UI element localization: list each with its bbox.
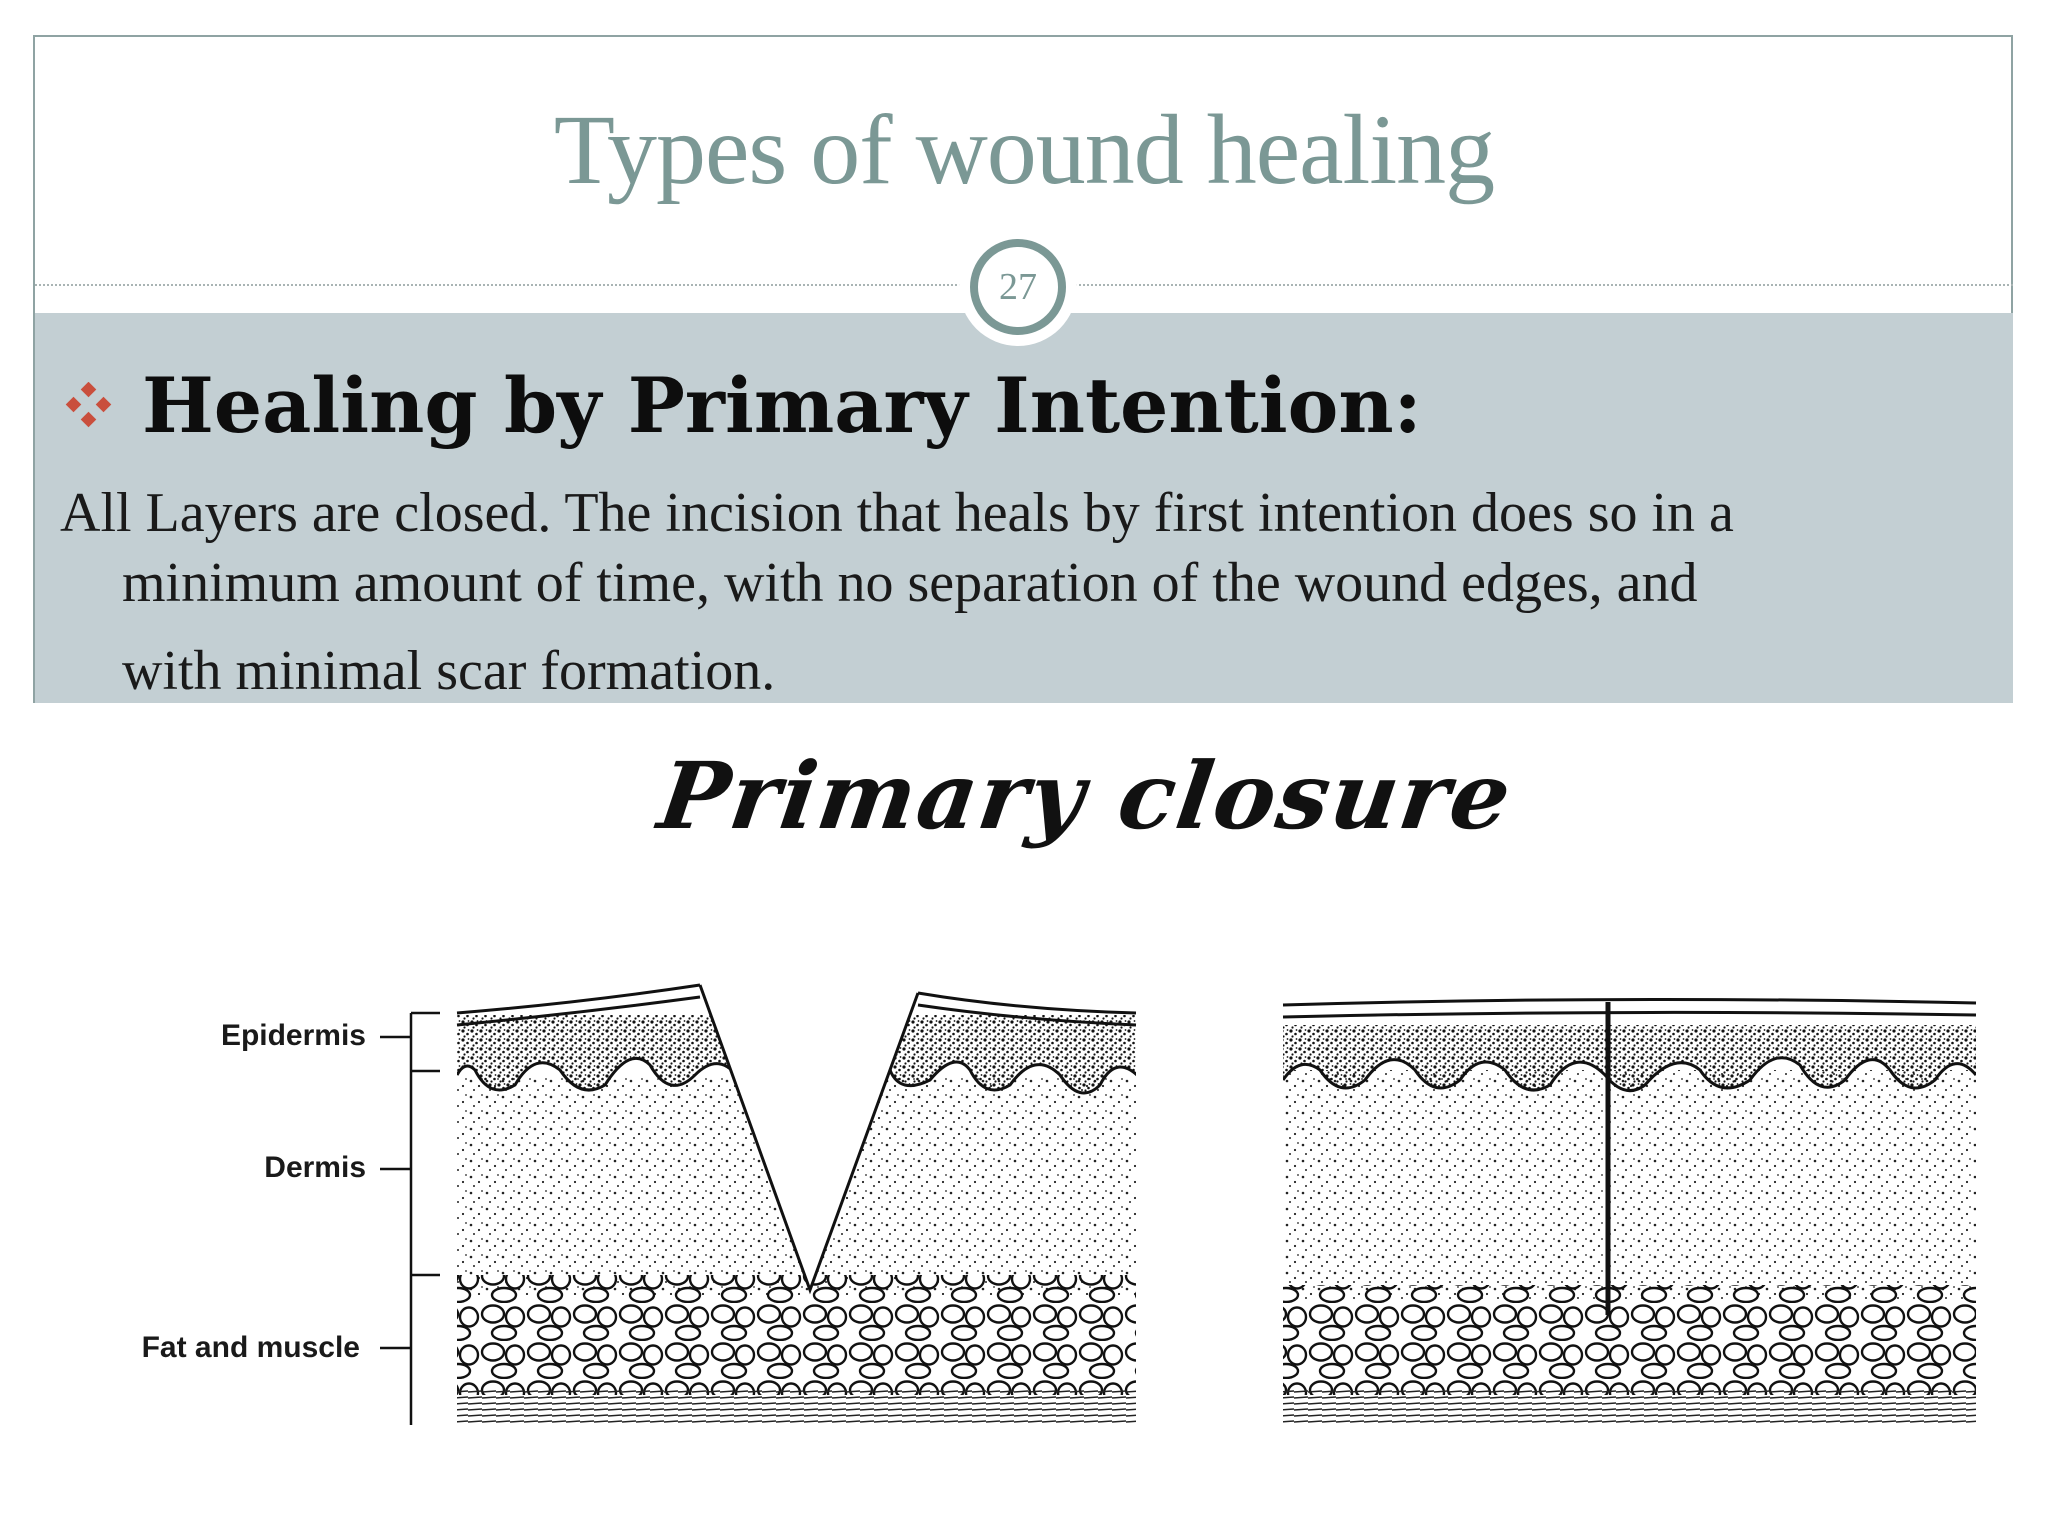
skin-layers-diagram: Epidermis Dermis Fat and muscle xyxy=(20,885,2030,1525)
slide-title: Types of wound healing xyxy=(0,100,2048,200)
paragraph-line-3: with minimal scar formation. xyxy=(60,636,2000,706)
slide-number: 27 xyxy=(970,239,1066,335)
dermis-label: Dermis xyxy=(264,1151,366,1184)
layer-labels: Epidermis Dermis Fat and muscle xyxy=(142,1013,440,1425)
figure-caption: Primary closure xyxy=(654,750,1518,842)
diamond-cluster-icon xyxy=(64,382,112,430)
open-wound-diagram xyxy=(457,985,1137,1425)
body-paragraph: All Layers are closed. The incision that… xyxy=(60,478,2000,706)
section-heading: Healing by Primary Intention: xyxy=(142,364,1422,448)
paragraph-line-2: minimum amount of time, with no separati… xyxy=(60,548,2000,618)
paragraph-line-1: All Layers are closed. The incision that… xyxy=(60,478,2000,548)
closed-wound-diagram xyxy=(1283,1003,1976,1425)
layer-bracket xyxy=(380,1013,440,1425)
epidermis-label: Epidermis xyxy=(221,1019,366,1052)
fat-muscle-label: Fat and muscle xyxy=(142,1331,360,1364)
